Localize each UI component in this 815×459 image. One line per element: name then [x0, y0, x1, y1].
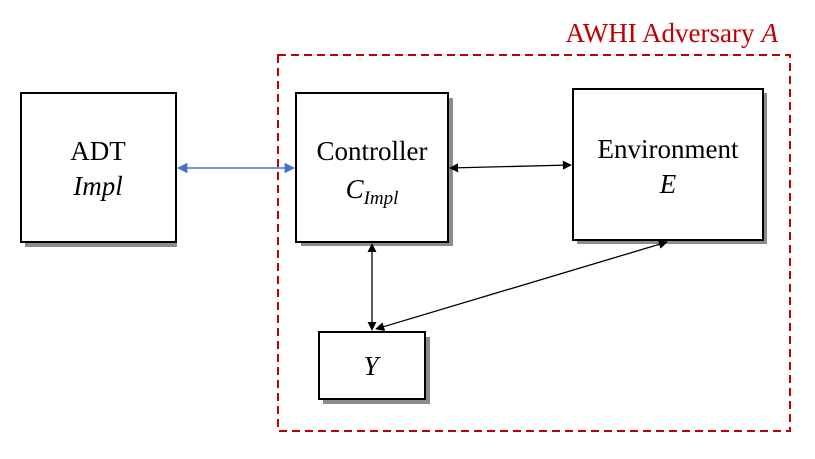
- adversary-title-symbol: A: [760, 18, 779, 48]
- link-y-environment: [375, 239, 668, 332]
- controller-box-frame: [295, 92, 449, 243]
- environment-box-subtitle: E: [659, 169, 677, 199]
- link-controller-environment: [449, 160, 572, 173]
- adversary-boundary: [277, 54, 791, 432]
- adt-box-title: ADT: [70, 136, 126, 166]
- y-box-frame: [318, 331, 426, 400]
- y-box: Y: [318, 331, 430, 404]
- environment-box: Environment E: [572, 88, 767, 244]
- controller-box-subscript: Impl: [363, 188, 399, 209]
- controller-box: Controller CImpl: [295, 92, 453, 246]
- controller-box-symbol-group: CImpl: [346, 174, 399, 209]
- adt-box-subtitle: Impl: [72, 171, 123, 201]
- adt-box: ADT Impl: [20, 92, 177, 247]
- adt-box-frame: [20, 92, 177, 243]
- adversary-title-text: AWHI Adversary: [565, 18, 755, 48]
- connections: [176, 160, 668, 332]
- environment-box-title: Environment: [598, 134, 739, 164]
- controller-box-title: Controller: [317, 136, 428, 166]
- y-box-title: Y: [363, 351, 381, 381]
- controller-box-symbol: C: [346, 174, 365, 204]
- environment-box-frame: [572, 88, 764, 241]
